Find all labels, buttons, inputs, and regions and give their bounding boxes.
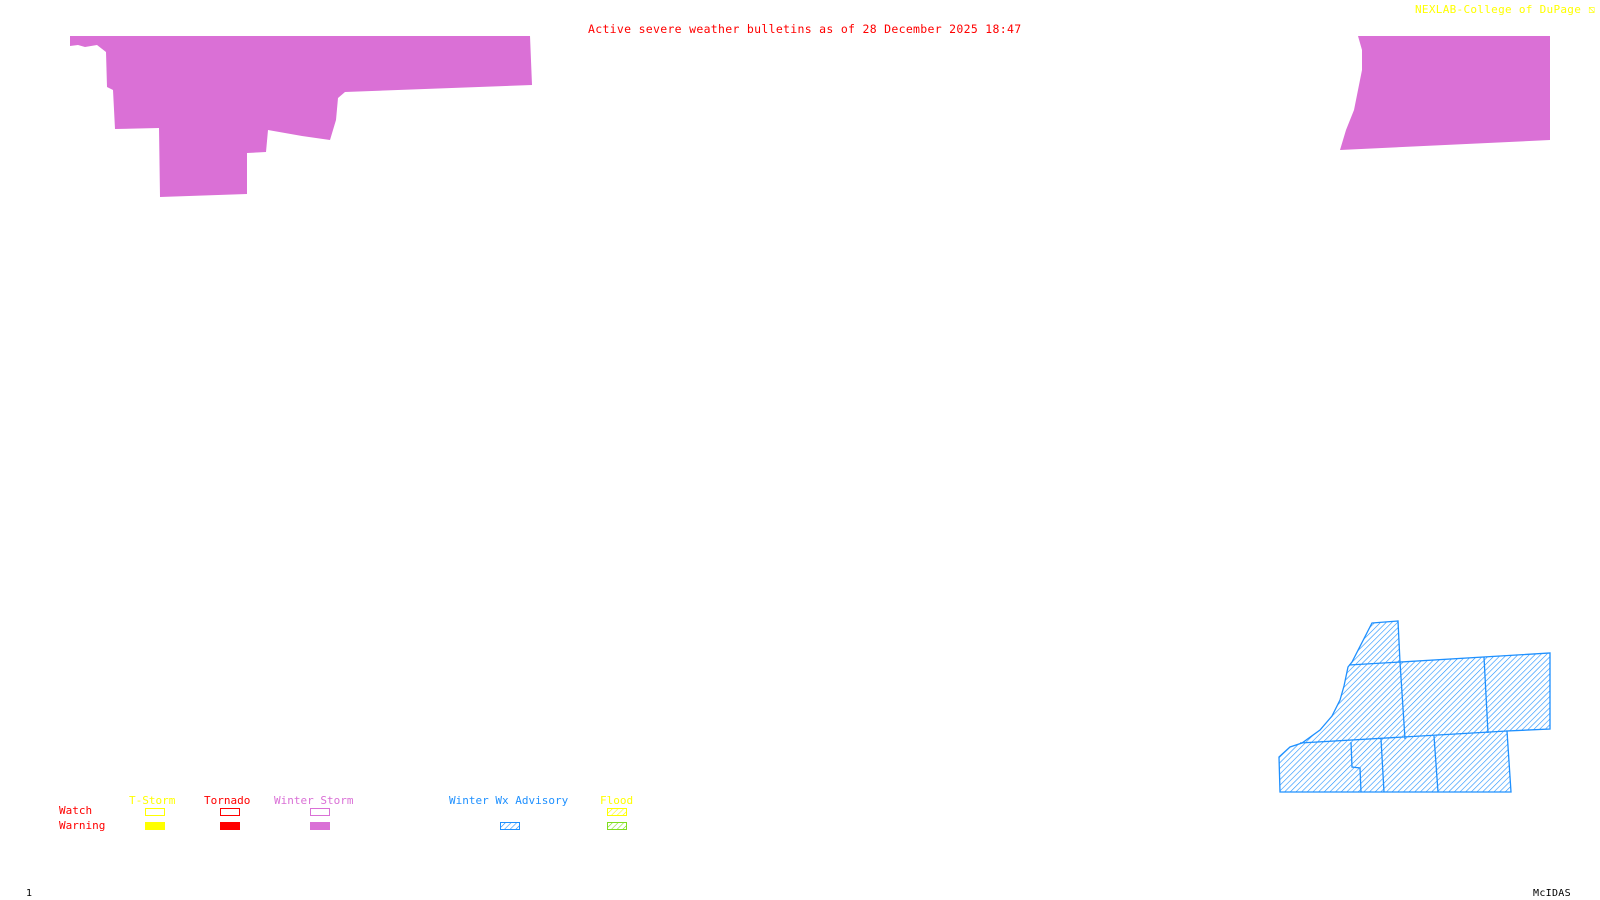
legend-col-winter-storm: Winter Storm — [274, 794, 354, 807]
map-title: Active severe weather bulletins as of 28… — [588, 22, 1022, 36]
credit-label: NEXLAB-College of DuPage ⧅ — [1415, 4, 1595, 16]
tornado-watch-swatch — [220, 808, 240, 816]
frame-number: 1 — [26, 888, 33, 899]
flood-warning-swatch — [607, 822, 627, 830]
winter-storm-area-northwest — [70, 36, 532, 197]
corner-logo-icon: ⧅ — [1581, 3, 1596, 16]
legend-col-tornado: Tornado — [204, 794, 251, 807]
tstorm-warning-swatch — [145, 822, 165, 830]
tornado-warning-swatch — [220, 822, 240, 830]
legend-col-tstorm: T-Storm — [129, 794, 176, 807]
winter-wx-advisory-swatch — [500, 822, 520, 830]
legend-col-flood: Flood — [600, 794, 634, 807]
winter-storm-warning-swatch — [310, 822, 330, 830]
software-label: McIDAS — [1533, 888, 1571, 899]
tstorm-watch-swatch — [145, 808, 165, 816]
winter-wx-advisory-area-southeast — [1278, 620, 1551, 793]
legend-row-warning: Warning — [59, 819, 106, 832]
flood-watch-swatch — [607, 808, 627, 816]
winter-storm-watch-swatch — [310, 808, 330, 816]
credit-text: NEXLAB-College of DuPage — [1415, 3, 1582, 16]
legend-row-watch: Watch — [59, 804, 93, 817]
winter-storm-area-northeast — [1340, 36, 1550, 150]
legend-col-winter-wx-advisory: Winter Wx Advisory — [449, 794, 569, 807]
